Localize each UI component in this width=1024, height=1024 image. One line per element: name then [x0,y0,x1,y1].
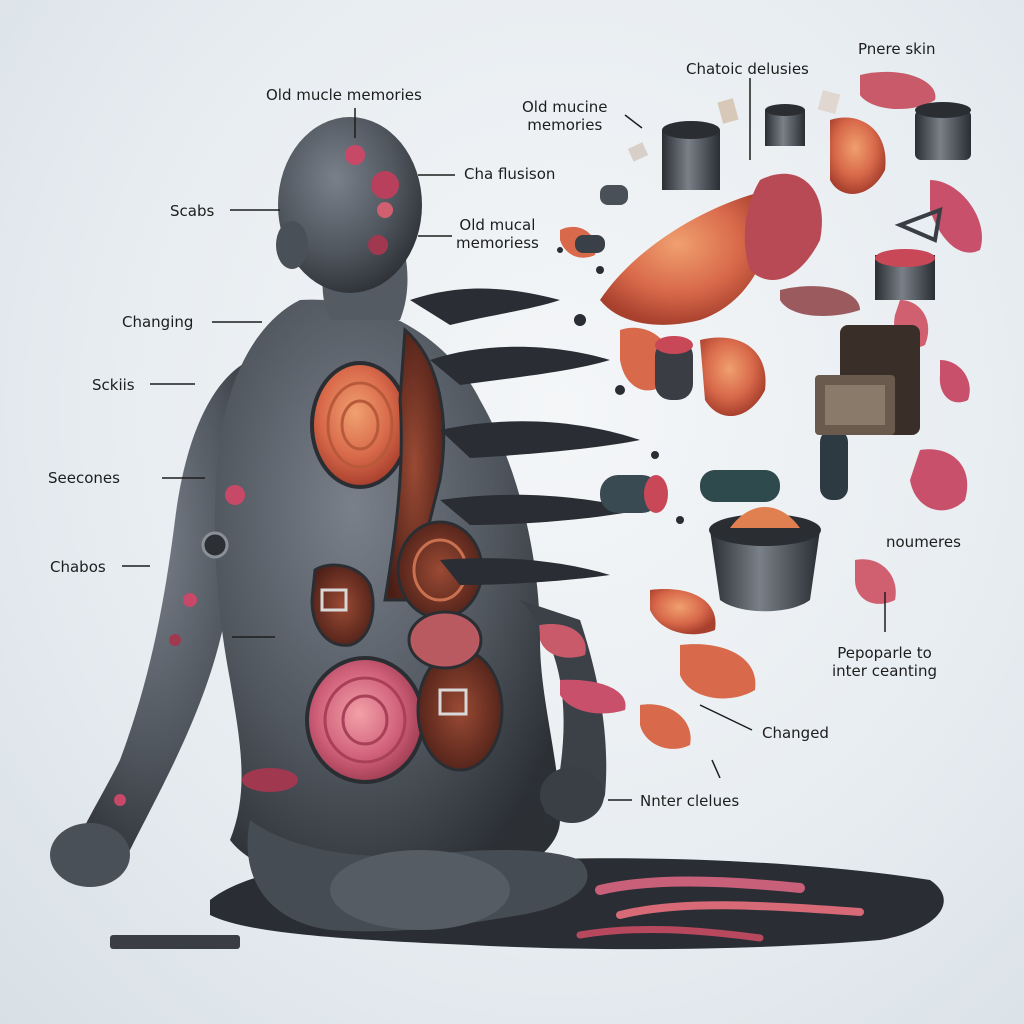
cavity-center [407,610,483,670]
leader-lines [122,78,886,801]
label-pnere-skin: Pnere skin [858,40,936,58]
label-seecones: Seecones [48,469,120,487]
label-chabos: Chabos [50,558,106,576]
label-old-muscle-memories: Old mucle memories [266,86,422,104]
cavity-lower-right [416,648,504,772]
label-old-mucal-memoriess: Old mucal memoriess [456,216,539,252]
flesh-fragments [540,71,982,749]
label-pepoparle-to-inter-ceanting: Pepoparle to inter ceanting [832,644,937,680]
dispersing-tendrils [410,247,684,585]
label-old-mucine-memories: Old mucine memories [522,98,608,134]
label-sckiis: Sckiis [92,376,135,394]
metal-cans [627,90,971,612]
cavity-lower-left [305,656,425,784]
cavity-mid-left [310,563,375,647]
label-chaotic-delusies: Chatoic delusies [686,60,809,78]
label-changing: Changing [122,313,194,331]
label-noumeres: noumeres [886,533,961,551]
cavity-upper-back [310,361,410,489]
label-scabs: Scabs [170,202,215,220]
label-changed: Changed [762,724,829,742]
label-nnter-clelues: Nnter clelues [640,792,740,810]
label-cha-flusison: Cha flusison [464,165,556,183]
